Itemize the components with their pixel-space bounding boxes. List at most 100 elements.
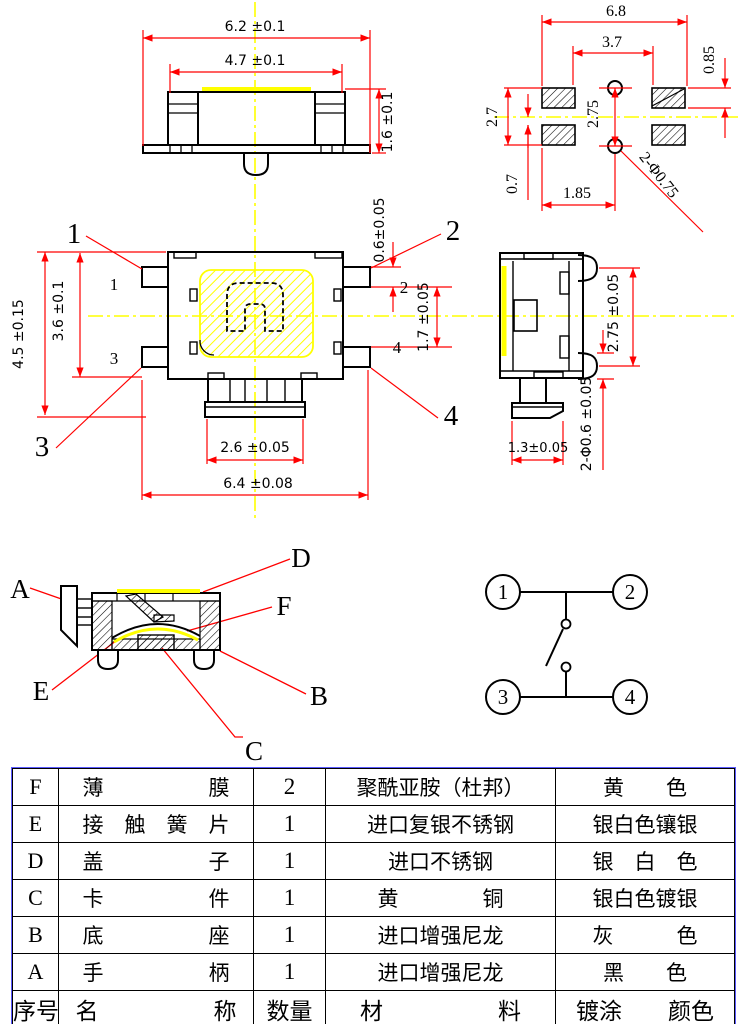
table-row-b: B 底 座 1 进口增强尼龙 灰 色 (12, 916, 735, 954)
section-label-d: D (291, 543, 311, 573)
table-row-e: E 接 触 簧 片 1 进口复银不锈钢 银白色镶银 (12, 805, 735, 843)
part-material: 进口增强尼龙 (325, 953, 556, 991)
contact-outline-dashed (226, 282, 284, 332)
header-no: 序号 (12, 990, 59, 1024)
section-label-e: E (33, 676, 50, 706)
front-cover-width-dim: 4.7 ±0.1 (225, 53, 286, 69)
part-material: 进口增强尼龙 (325, 916, 556, 954)
schematic-pin1: 1 (498, 580, 509, 604)
hole-offset-dim: 1.85 (563, 185, 591, 202)
table-row-c: C 卡 件 1 黄 铜 银白色镀银 (12, 879, 735, 917)
pin4-callout: 4 (444, 400, 459, 432)
pin-width-dim: 0.6±0.05 (372, 197, 388, 262)
drawing-views: 6.2 ±0.1 4.7 ±0.1 1.6 ±0.1 (10, 2, 738, 766)
contact-top (560, 618, 572, 630)
part-name: 手 柄 (58, 953, 254, 991)
part-color: 银白色镶银 (555, 805, 735, 843)
schematic-pin4: 4 (625, 685, 636, 709)
section-label-f: F (276, 591, 291, 621)
section-label-c: C (245, 736, 263, 764)
part-material: 聚酰亚胺（杜邦） (325, 768, 556, 806)
section-label-a: A (10, 574, 30, 604)
table-header-row: 序号 名 称 数量 材 料 镀涂 颜色 (12, 990, 735, 1024)
circuit-schematic: 1 2 3 4 (485, 574, 648, 715)
top-view-center-pad (199, 269, 314, 358)
pin3-label: 3 (110, 349, 119, 368)
pin2-callout: 2 (446, 215, 461, 247)
side-foot-width-dim: 1.3±0.05 (508, 441, 569, 456)
side-view: 2.75 ±0.05 2-Φ0.6 ±0.05 1.3±0.05 (499, 252, 640, 472)
part-no: A (12, 953, 59, 991)
part-no: C (12, 879, 59, 917)
handle (60, 585, 78, 649)
parts-table: F 薄 膜 2 聚酰亚胺（杜邦） 黄 色 E 接 触 簧 片 1 进口复银不锈钢… (11, 767, 736, 1024)
pad-diagonal (651, 88, 685, 107)
table-row-d: D 盖 子 1 进口不锈钢 银 白 色 (12, 842, 735, 880)
pad-span-dim: 2.7 (484, 107, 501, 127)
contact-bottom (560, 661, 572, 673)
section-view: A D F E B C (10, 543, 328, 766)
centerlines (88, 2, 738, 520)
schematic-pin2: 2 (625, 580, 636, 604)
part-no: F (12, 768, 59, 806)
stem-width-dim: 2.6 ±0.05 (220, 440, 290, 456)
part-qty: 1 (253, 842, 326, 880)
switch-arm (545, 628, 564, 667)
part-qty: 1 (253, 879, 326, 917)
pin-gap-dim: 1.7 ±0.05 (416, 282, 432, 352)
schematic-pin3: 3 (498, 685, 509, 709)
part-name: 接 触 簧 片 (58, 805, 254, 843)
part-color: 灰 色 (555, 916, 735, 954)
front-total-width-dim: 6.2 ±0.1 (225, 19, 286, 35)
header-name: 名 称 (58, 990, 254, 1024)
pad-layout-dimension-lines (504, 15, 731, 233)
part-material: 进口复银不锈钢 (325, 805, 556, 843)
side-pin-dia-dim: 2-Φ0.6 ±0.05 (579, 377, 595, 472)
pin3-callout: 3 (35, 431, 50, 463)
front-height-dim: 1.6 ±0.1 (380, 92, 396, 153)
part-qty: 2 (253, 768, 326, 806)
part-no: D (12, 842, 59, 880)
lever-tip (153, 614, 175, 623)
pad-corner-arc (199, 339, 215, 356)
part-color: 黄 色 (555, 768, 735, 806)
table-row-a: A 手 柄 1 进口增强尼龙 黑 色 (12, 953, 735, 991)
top-view: 4.5 ±0.15 3.6 ±0.1 0.6±0.05 1.7 ±0.05 2.… (11, 197, 460, 500)
part-name: 盖 子 (58, 842, 254, 880)
top-view-dimension-lines (37, 233, 452, 500)
header-qty: 数量 (253, 990, 326, 1024)
part-no: E (12, 805, 59, 843)
hole-pitch-dim: 2.75 (585, 100, 602, 128)
side-view-dimension-lines (511, 267, 640, 470)
center-offset-dim: 0.7 (504, 174, 521, 194)
part-name: 卡 件 (58, 879, 254, 917)
hole-diameter-note: 2-Φ0.75 (636, 149, 682, 201)
part-color: 银 白 色 (555, 842, 735, 880)
dome-film (113, 627, 199, 644)
part-name: 薄 膜 (58, 768, 254, 806)
table-row-f: F 薄 膜 2 聚酰亚胺（杜邦） 黄 色 (12, 768, 735, 806)
part-material: 黄 铜 (325, 879, 556, 917)
pin2-label: 2 (400, 278, 409, 297)
section-body (60, 585, 221, 671)
top-view-body (141, 251, 371, 418)
top-body-height-dim: 3.6 ±0.1 (51, 281, 67, 342)
header-finish: 镀涂 颜色 (555, 990, 735, 1024)
part-qty: 1 (253, 953, 326, 991)
pad-height-dim: 0.85 (701, 46, 718, 74)
pin1-label: 1 (110, 275, 119, 294)
pad-inner-width-dim: 3.7 (602, 34, 622, 51)
side-pin-pitch-dim: 2.75 ±0.05 (606, 274, 622, 353)
part-qty: 1 (253, 805, 326, 843)
side-view-body (499, 252, 599, 419)
pin1-callout: 1 (67, 218, 82, 250)
part-material: 进口不锈钢 (325, 842, 556, 880)
part-qty: 1 (253, 916, 326, 954)
header-material: 材 料 (325, 990, 556, 1024)
part-color: 银白色镀银 (555, 879, 735, 917)
foot-left (97, 650, 119, 671)
part-color: 黑 色 (555, 953, 735, 991)
front-view-body (142, 91, 371, 177)
pad-total-width-dim: 6.8 (606, 3, 626, 20)
